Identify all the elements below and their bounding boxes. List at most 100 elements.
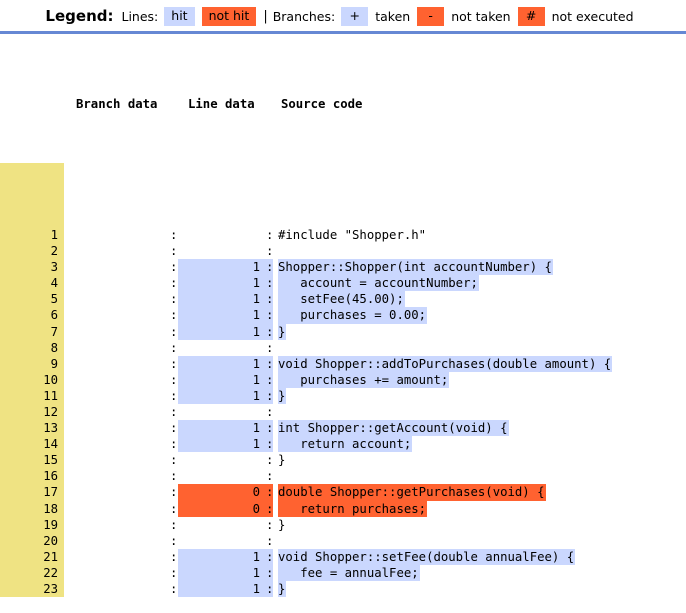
line-number: 5 [50,292,58,307]
source-line-row: 17:0:double Shopper::getPurchases(void) … [0,484,686,501]
line-hit-count: 1 [252,388,260,403]
line-number: 4 [50,276,58,291]
source-code-text: int Shopper::getAccount(void) { [278,420,509,437]
source-code-text: } [278,453,286,468]
line-hit-count: 1 [252,356,260,371]
line-data-colon: : [266,324,274,339]
source-lines: 1::#include "Shopper.h"2::3:1:Shopper::S… [0,162,686,598]
line-hit-count: 1 [252,308,260,323]
line-data-colon: : [266,356,274,371]
source-line-row: 21:1:void Shopper::setFee(double annualF… [0,548,686,565]
source-line-row: 6:1: purchases = 0.00; [0,307,686,324]
source-code-text: void Shopper::addToPurchases(double amou… [278,355,613,372]
source-line-row: 5:1: setFee(45.00); [0,291,686,308]
source-code-text: purchases += amount; [278,371,450,388]
line-data-colon: : [266,469,274,484]
branch-data-cell: : [170,356,178,371]
line-coverage-band [178,468,273,484]
source-code-text: return purchases; [278,500,428,517]
branch-data-cell: : [170,227,178,242]
branch-data-cell: : [170,469,178,484]
branch-data-cell: : [170,308,178,323]
source-code-text: purchases = 0.00; [278,307,428,324]
source-code-text: } [278,581,287,598]
branch-data-cell: : [170,388,178,403]
line-coverage-band [178,517,273,533]
line-hit-count: 1 [252,292,260,307]
source-line-row: 1::#include "Shopper.h" [0,227,686,243]
branch-data-cell: : [170,372,178,387]
line-number: 3 [50,260,58,275]
branch-data-cell: : [170,292,178,307]
source-line-row: 16:: [0,468,686,484]
line-number: 8 [50,340,58,355]
line-number: 15 [43,453,58,468]
line-data-colon: : [266,388,274,403]
legend-lines-label: Lines: [121,8,159,24]
source-line-row: 19::} [0,517,686,533]
branch-data-cell: : [170,565,178,580]
line-coverage-band [178,533,273,549]
line-number: 12 [43,404,58,419]
source-code-text: void Shopper::setFee(double annualFee) { [278,548,576,565]
line-number: 14 [43,437,58,452]
branch-data-cell: : [170,276,178,291]
line-coverage-band [178,371,273,388]
branch-data-cell: : [170,517,178,532]
line-data-colon: : [266,227,274,242]
line-hit-count: 1 [252,260,260,275]
line-data-colon: : [266,501,274,516]
source-line-row: 18:0: return purchases; [0,500,686,517]
line-data-colon: : [266,533,274,548]
line-data-colon: : [266,244,274,259]
line-hit-count: 1 [252,421,260,436]
source-code-text: double Shopper::getPurchases(void) { [278,484,546,501]
legend-title: Legend: [45,7,114,25]
source-line-row: 22:1: fee = annualFee; [0,564,686,581]
branch-data-cell: : [170,485,178,500]
source-code-text: account = accountNumber; [278,275,479,292]
source-line-row: 13:1:int Shopper::getAccount(void) { [0,420,686,437]
line-coverage-band [178,227,273,243]
source-line-row: 11:1:} [0,387,686,404]
line-number: 11 [43,388,58,403]
line-number: 17 [43,485,58,500]
line-coverage-band [178,404,273,420]
line-coverage-band [178,323,273,340]
source-line-row: 10:1: purchases += amount; [0,371,686,388]
source-listing: Branch data Line data Source code 1::#in… [0,34,686,613]
source-line-row: 9:1:void Shopper::addToPurchases(double … [0,355,686,372]
legend-branch-taken-label: taken [375,8,411,24]
line-data-colon: : [266,549,274,564]
line-data-colon: : [266,340,274,355]
line-data-colon: : [266,485,274,500]
line-hit-count: 1 [252,372,260,387]
line-data-colon: : [266,260,274,275]
line-hit-count: 1 [252,549,260,564]
branch-data-cell: : [170,260,178,275]
branch-data-cell: : [170,549,178,564]
legend-chip-line-hit: hit [164,6,195,26]
line-hit-count: 1 [252,437,260,452]
branch-data-cell: : [170,453,178,468]
line-coverage-band [178,355,273,372]
line-number: 7 [50,324,58,339]
line-number: 21 [43,549,58,564]
line-coverage-band [178,243,273,259]
line-number: 6 [50,308,58,323]
branch-data-cell: : [170,437,178,452]
line-hit-count: 1 [252,324,260,339]
branch-data-cell: : [170,244,178,259]
line-data-colon: : [266,453,274,468]
line-coverage-band [178,452,273,468]
legend-chip-line-not-hit: not hit [201,6,257,26]
line-data-colon: : [266,582,274,596]
line-data-colon: : [266,517,274,532]
source-code-text: } [278,387,287,404]
line-number: 1 [50,227,58,242]
line-number: 10 [43,372,58,387]
line-number: 18 [43,501,58,516]
legend-chip-branch-not-executed: # [517,6,545,26]
source-line-row: 14:1: return account; [0,436,686,453]
source-line-row: 12:: [0,404,686,420]
